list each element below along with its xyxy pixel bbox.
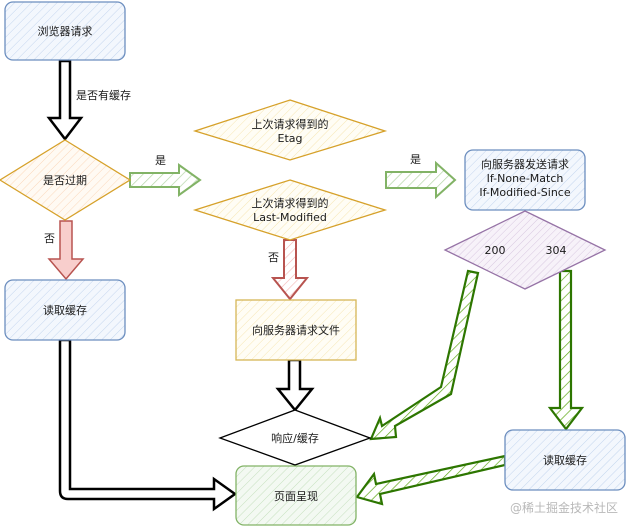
edge-label-yes: 是 [410,153,421,166]
node-label: 响应/缓存 [271,431,319,445]
node-browser-request[interactable]: 浏览器请求 [4,1,126,61]
arrow-elbow-icon [58,338,238,512]
edge-label-no: 否 [268,251,279,264]
node-label-line2: If-None-Match [487,172,564,185]
edge-cache-left-to-page [58,338,238,512]
node-label: 浏览器请求 [38,24,93,38]
node-label-line1: 上次请求得到的 [252,117,329,131]
arrow-down-icon [275,358,315,412]
node-status[interactable]: 200 304 [443,210,607,290]
node-page-render[interactable]: 页面呈现 [235,465,357,526]
node-server-request[interactable]: 向服务器发送请求 If-None-Match If-Modified-Since [464,149,586,211]
node-label-line1: 上次请求得到的 [252,196,329,210]
node-label: 读取缓存 [543,453,587,467]
node-label-line3: If-Modified-Since [479,186,570,199]
arrow-down-icon [47,220,85,281]
arrow-right-icon [129,163,202,197]
node-request-file[interactable]: 向服务器请求文件 [235,299,357,361]
edge-has-cache: 是否有缓存 [46,59,131,142]
status-304-label: 304 [546,244,567,257]
node-label: 向服务器请求文件 [252,323,340,337]
node-label-line2: Etag [278,132,303,145]
edge-has-tag-no: 否 [268,239,310,301]
arrow-right-icon [385,160,457,200]
node-read-cache-left[interactable]: 读取缓存 [4,279,126,341]
edge-label-yes: 是 [155,154,166,167]
edge-status-200 [369,269,480,441]
arrow-down-icon [270,239,310,301]
node-label: 页面呈现 [274,490,318,503]
status-200-label: 200 [485,244,506,257]
node-label-line1: 向服务器发送请求 [481,157,569,171]
arrow-down-icon [547,269,585,431]
node-etag[interactable]: 上次请求得到的 Etag [192,99,388,161]
node-label-line2: Last-Modified [253,211,327,224]
node-label: 是否过期 [43,174,87,187]
arrow-down-icon [46,59,84,142]
arrow-left-icon [355,454,507,506]
edge-label-no: 否 [44,232,55,245]
node-is-expired[interactable]: 是否过期 [0,139,132,221]
node-response-cache[interactable]: 响应/缓存 [218,409,372,466]
edge-has-tag-yes: 是 [385,153,457,200]
node-read-cache-right[interactable]: 读取缓存 [504,429,626,491]
edge-expired-yes: 是 [129,154,202,197]
edge-file-to-response [275,358,315,412]
node-last-modified[interactable]: 上次请求得到的 Last-Modified [192,179,388,241]
edge-status-304 [547,269,585,431]
edge-label-has-cache: 是否有缓存 [76,88,131,102]
node-label: 读取缓存 [43,303,87,317]
watermark: @稀土掘金技术社区 [510,500,618,515]
edge-expired-no: 否 [44,220,85,281]
arrow-bent-icon [369,269,480,441]
edge-cache-right-to-page [355,454,507,506]
